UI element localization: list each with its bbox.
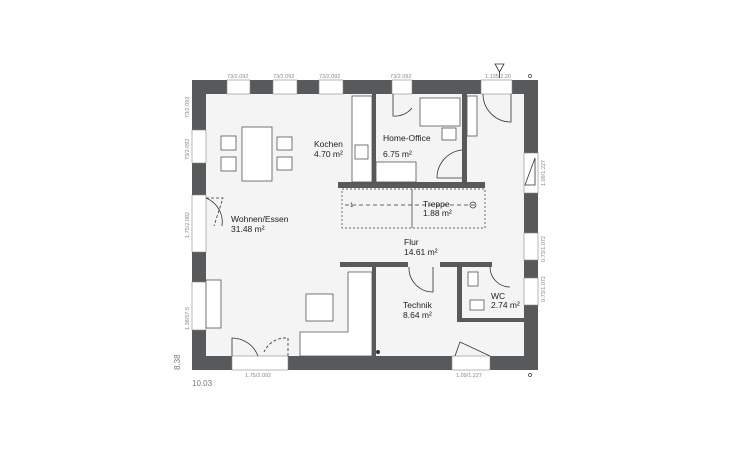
svg-text:1.38/57.5: 1.38/57.5 <box>185 307 191 330</box>
top-windows <box>191 79 539 371</box>
svg-text:1.75/2.092: 1.75/2.092 <box>185 212 191 238</box>
corner-marker-icon <box>528 74 532 78</box>
furniture <box>205 95 485 357</box>
room-labels: Kochen 4.70 m² Home-Office 6.75 m² Trepp… <box>231 133 520 320</box>
overall-depth: 8.38 <box>173 354 182 370</box>
svg-text:0.73/1.072: 0.73/1.072 <box>541 276 547 302</box>
svg-text:73/2.092: 73/2.092 <box>390 74 411 80</box>
svg-text:1.135/2.20: 1.135/2.20 <box>485 74 511 80</box>
svg-text:73/2.092: 73/2.092 <box>227 74 248 80</box>
svg-text:1.09/1.227: 1.09/1.227 <box>456 373 482 379</box>
room-name: Treppe <box>423 199 450 209</box>
stairs <box>341 188 486 229</box>
entrance-marker-icon <box>494 63 505 73</box>
room-name: Home-Office <box>383 133 431 143</box>
room-area: 31.48 m² <box>231 224 265 234</box>
room-name: Kochen <box>314 139 343 149</box>
room-name: Wohnen/Essen <box>231 214 289 224</box>
room-area: 14.61 m² <box>404 247 438 257</box>
room-area: 6.75 m² <box>383 149 412 159</box>
interior-walls <box>338 94 524 356</box>
svg-text:73/2.092: 73/2.092 <box>185 97 191 118</box>
room-area: 4.70 m² <box>314 149 343 159</box>
corner-marker-icon <box>528 373 532 377</box>
svg-text:1.09/1.227: 1.09/1.227 <box>541 160 547 186</box>
room-area: 1.88 m² <box>423 208 452 218</box>
room-name: Technik <box>403 300 433 310</box>
room-area: 8.64 m² <box>403 310 432 320</box>
svg-text:73/2.092: 73/2.092 <box>185 139 191 160</box>
svg-text:0.73/1.072: 0.73/1.072 <box>541 236 547 262</box>
svg-text:73/2.092: 73/2.092 <box>319 74 340 80</box>
room-name: Flur <box>404 237 419 247</box>
room-name: WC <box>491 291 505 301</box>
stair-marker: 1 <box>350 203 354 209</box>
svg-text:73/2.092: 73/2.092 <box>273 74 294 80</box>
room-area: 2.74 m² <box>491 300 520 310</box>
doors[interactable] <box>205 93 536 357</box>
svg-text:1.75/2.092: 1.75/2.092 <box>245 373 271 379</box>
dimension-labels: 73/2.092 73/2.092 73/2.092 73/2.092 1.13… <box>173 74 547 388</box>
overall-width: 10.03 <box>192 379 213 388</box>
